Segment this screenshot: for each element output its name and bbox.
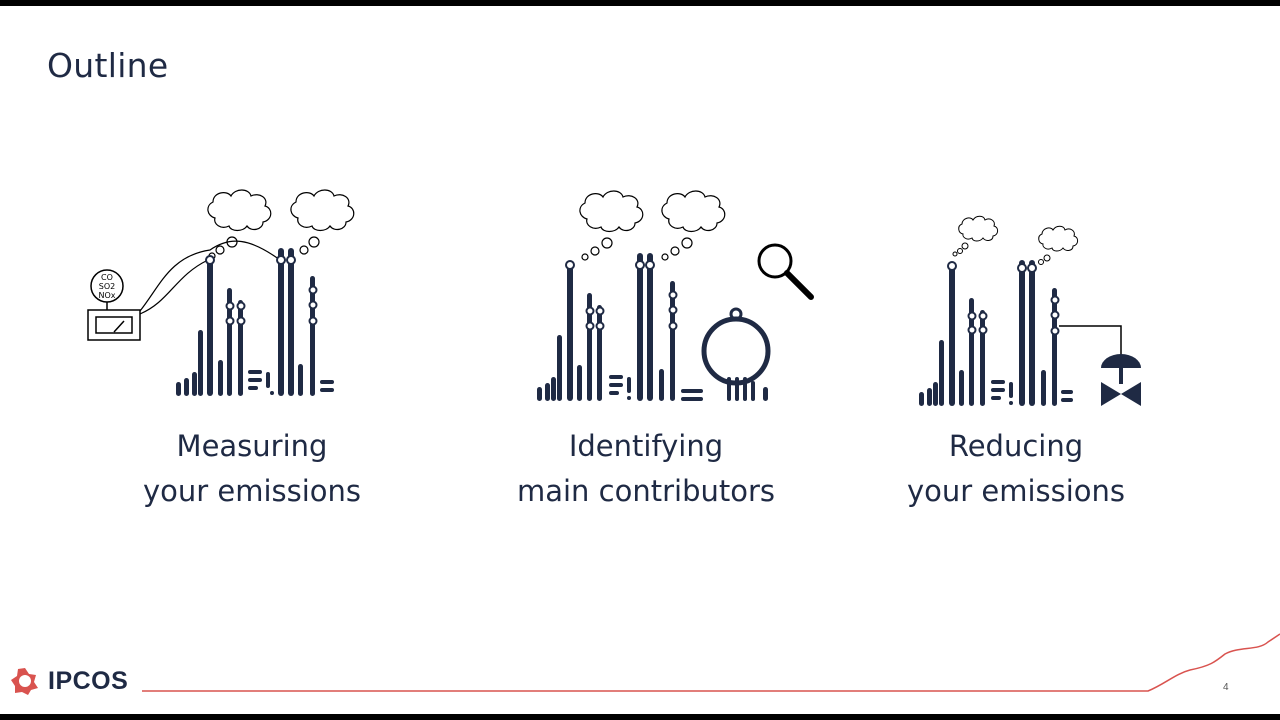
section-measuring: Measuring your emissions <box>62 424 442 514</box>
slide: Outline CO SO2 NOx <box>0 6 1280 714</box>
section-subtitle: main contributors <box>516 474 776 508</box>
factory-with-analyzer-icon: CO SO2 NOx <box>87 189 355 396</box>
factory-with-magnifier-icon <box>537 190 814 401</box>
footer-accent-line <box>142 633 1280 692</box>
smoke-cloud-icon <box>290 189 355 232</box>
section-title: Reducing <box>948 429 1084 463</box>
section-reducing: Reducing your emissions <box>826 424 1206 514</box>
gas-analyzer-icon <box>87 269 141 341</box>
section-title: Measuring <box>176 429 328 463</box>
section-title: Identifying <box>568 429 724 463</box>
ipcos-logo-icon <box>11 668 38 695</box>
smoke-cloud-icon <box>958 215 999 242</box>
slide-title: Outline <box>47 46 169 85</box>
smoke-cloud-icon <box>207 189 272 232</box>
factory-with-valve-icon <box>919 215 1141 406</box>
section-identifying: Identifying main contributors <box>456 424 836 514</box>
section-subtitle: your emissions <box>142 474 362 508</box>
smoke-cloud-icon <box>579 190 644 233</box>
ipcos-logo: IPCOS <box>10 666 128 696</box>
control-valve-icon <box>1101 354 1141 406</box>
smoke-cloud-icon <box>661 190 726 233</box>
smoke-cloud-icon <box>1038 225 1079 252</box>
gas-co-label: CO <box>101 273 113 282</box>
logo-text: IPCOS <box>48 666 129 695</box>
page-number: 4 <box>1223 682 1229 693</box>
section-subtitle: your emissions <box>906 474 1126 508</box>
magnifier-icon <box>757 243 814 300</box>
gas-so2-label: SO2 <box>99 282 115 291</box>
gas-nox-label: NOx <box>98 291 115 300</box>
storage-tank-icon <box>701 307 771 386</box>
